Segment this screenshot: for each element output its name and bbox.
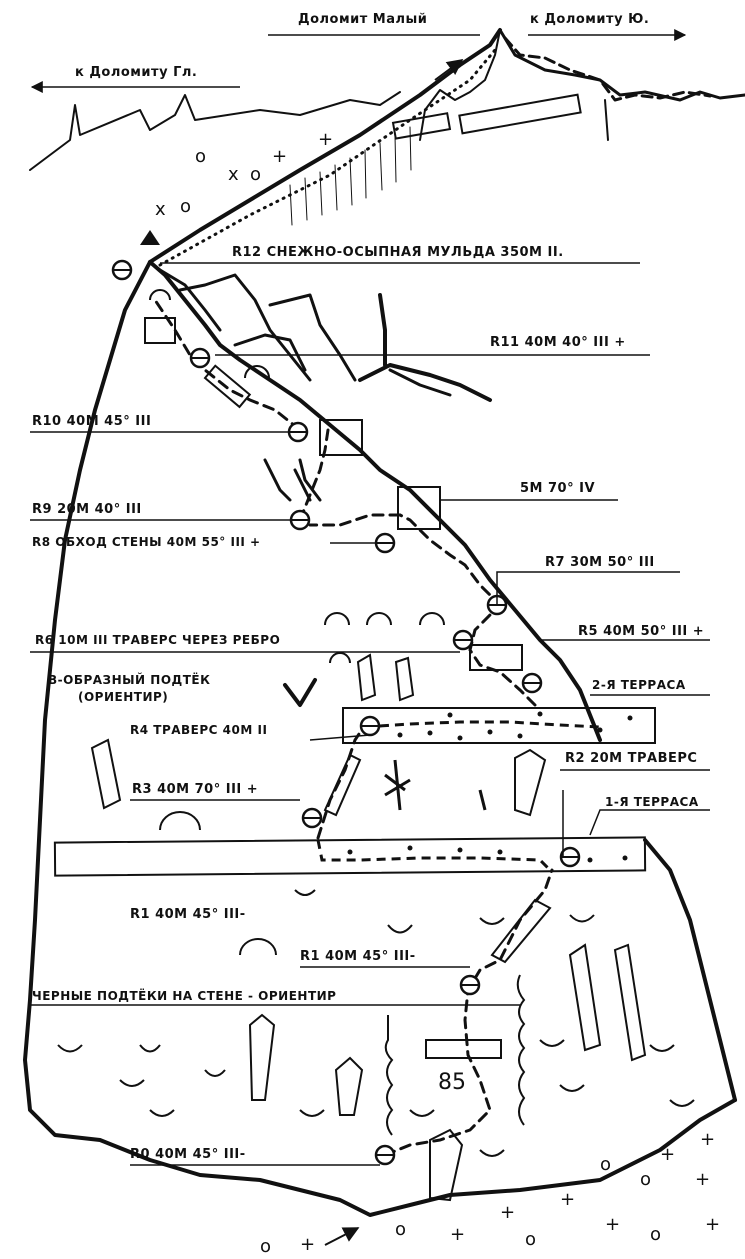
svg-text:o: o	[650, 1224, 661, 1245]
slabs	[90, 653, 647, 1202]
leader-lines	[30, 29, 710, 1166]
pitch-r7-label: R7 30М 50° III	[545, 555, 655, 570]
summit-label: Доломит Малый	[298, 12, 428, 27]
svg-text:+: +	[560, 1189, 575, 1210]
svg-text:+: +	[695, 1169, 710, 1190]
v-streak-label: В-ОБРАЗНЫЙ ПОДТЁК	[48, 673, 211, 687]
svg-text:+: +	[605, 1214, 620, 1235]
svg-text:+: +	[272, 146, 287, 167]
svg-text:x: x	[228, 164, 239, 185]
v-streak-landmark-label: (ОРИЕНТИР)	[78, 690, 169, 704]
svg-text:+: +	[450, 1224, 465, 1245]
svg-text:o: o	[640, 1169, 651, 1190]
terrace-1-label: 1-Я ТЕРРАСА	[605, 795, 699, 809]
route-number: 85	[438, 1070, 466, 1095]
pitch-r3-label: R3 40М 70° III +	[132, 782, 259, 797]
pitch-r2-label: R2 20М ТРАВЕРС	[565, 751, 698, 766]
belay-points	[111, 259, 581, 1166]
black-streaks	[384, 974, 526, 1136]
svg-text:o: o	[250, 164, 261, 185]
pitch-r1-label: R1 40М 45° III-	[130, 907, 246, 922]
svg-text:o: o	[395, 1219, 406, 1240]
svg-text:x: x	[155, 199, 166, 220]
svg-text:+: +	[318, 129, 333, 150]
pitch-r8-label: R8 ОБХОД СТЕНЫ 40М 55° III +	[32, 535, 261, 549]
terrace-2-label: 2-Я ТЕРРАСА	[592, 678, 686, 692]
svg-text:+: +	[300, 1234, 315, 1255]
terrace-2	[342, 707, 656, 744]
svg-text:o: o	[180, 196, 191, 217]
pitch-r0-label: R0 40М 45° III-	[130, 1147, 246, 1162]
direction-south-label: к Доломиту Ю.	[530, 12, 650, 27]
svg-text:o: o	[260, 1236, 271, 1257]
svg-text:+: +	[500, 1202, 515, 1223]
grass-marks	[57, 889, 695, 1157]
overhangs	[149, 289, 445, 956]
rock-features	[144, 93, 582, 1059]
svg-text:o: o	[525, 1229, 536, 1250]
pitch-r12-label: R12 СНЕЖНО-ОСЫПНАЯ МУЛЬДА 350М II.	[232, 245, 564, 260]
svg-text:o: o	[195, 146, 206, 167]
svg-text:+: +	[705, 1214, 720, 1235]
cross-mark	[384, 759, 487, 811]
svg-text:+: +	[700, 1129, 715, 1150]
terrace-1	[53, 836, 647, 877]
pitch-r4-label: R4 ТРАВЕРС 40М II	[130, 723, 268, 737]
black-streaks-label: ЧЕРНЫЕ ПОДТЁКИ НА СТЕНЕ - ОРИЕНТИР	[32, 989, 337, 1003]
direction-main-label: к Доломиту Гл.	[75, 65, 198, 80]
wall-label: 5М 70° IV	[520, 481, 596, 496]
svg-text:o: o	[600, 1154, 611, 1175]
ascent-arrow-icon	[324, 1227, 360, 1246]
pitch-r11-label: R11 40М 40° III +	[490, 335, 626, 350]
pitch-r6-label: R6 10М III ТРАВЕРС ЧЕРЕЗ РЕБРО	[35, 633, 281, 647]
svg-text:+: +	[660, 1144, 675, 1165]
summit-triangle-icon	[140, 230, 160, 245]
pitch-r9-label: R9 20М 40° III	[32, 502, 142, 517]
pitch-r5-label: R5 40М 50° III +	[578, 624, 705, 639]
ascent-arrow-icon	[434, 59, 464, 81]
pitch-r1-second-label: R1 40М 45° III-	[300, 949, 416, 964]
pitch-r10-label: R10 40М 45° III	[32, 414, 152, 429]
mountain-outline	[23, 28, 745, 1217]
